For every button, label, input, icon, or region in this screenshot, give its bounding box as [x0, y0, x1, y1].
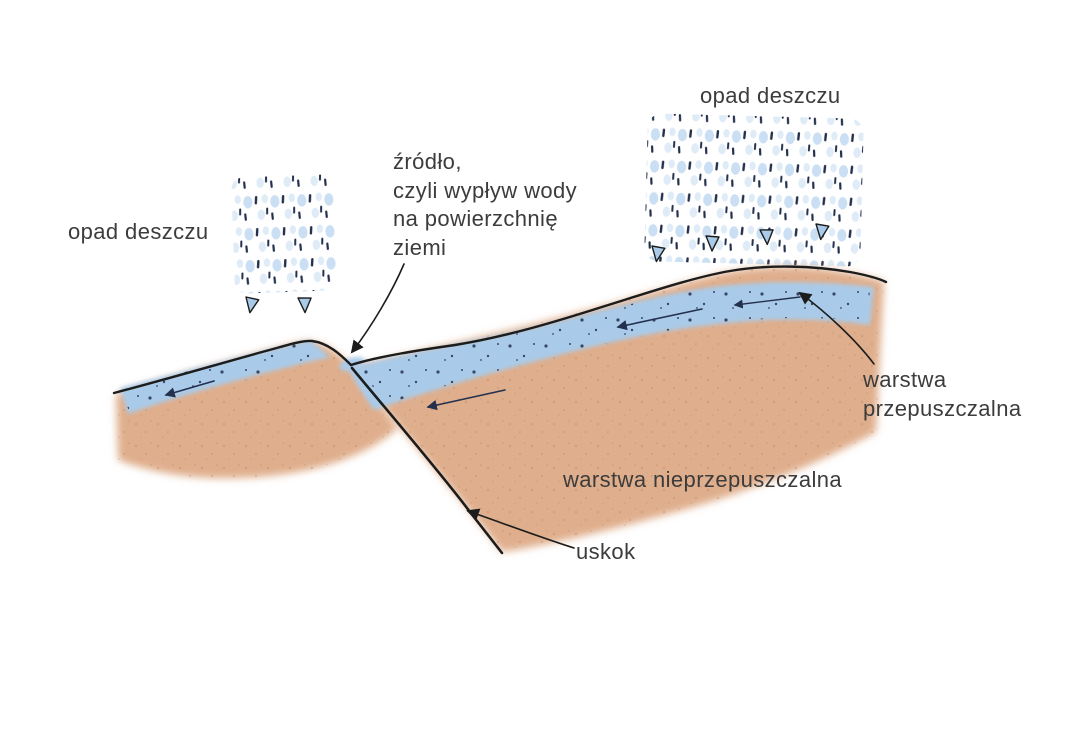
fault-label: uskok: [576, 539, 636, 564]
permeable-annotation-arrow: [798, 291, 875, 365]
raindrop-arrow-icon: [651, 245, 666, 263]
flow-arrow: [164, 380, 215, 398]
aquifer-left: [120, 340, 330, 414]
fault-annotation-arrow: [466, 508, 575, 549]
rain-right-label: opad deszczu: [700, 83, 841, 108]
rain-left-label: opad deszczu: [68, 219, 209, 244]
raindrop-arrow-icon: [245, 296, 260, 314]
permeable-layer-label: warstwa przepuszczalna: [863, 367, 1022, 421]
raindrop-arrow-icon: [705, 235, 720, 252]
terrain-right-slope: [350, 266, 884, 552]
flow-arrow: [616, 308, 703, 331]
fault-line: [350, 366, 504, 555]
rain-cluster-left: [231, 174, 337, 314]
raindrop-arrow-icon: [815, 223, 830, 241]
impermeable-layer-label: warstwa nieprzepuszczalna: [563, 467, 843, 492]
rain-cluster-right: [644, 113, 864, 267]
flow-arrow: [733, 296, 801, 309]
spring-annotation-arrow: [350, 263, 405, 354]
raindrop-arrow-icon: [297, 297, 312, 314]
surface-outline-left: [112, 339, 353, 395]
spring-label: źródło, czyli wypływ wody na powierzchni…: [393, 149, 578, 260]
raindrop-arrow-icon: [759, 229, 774, 246]
surface-outline-right: [349, 265, 888, 367]
flow-arrow: [426, 389, 506, 411]
